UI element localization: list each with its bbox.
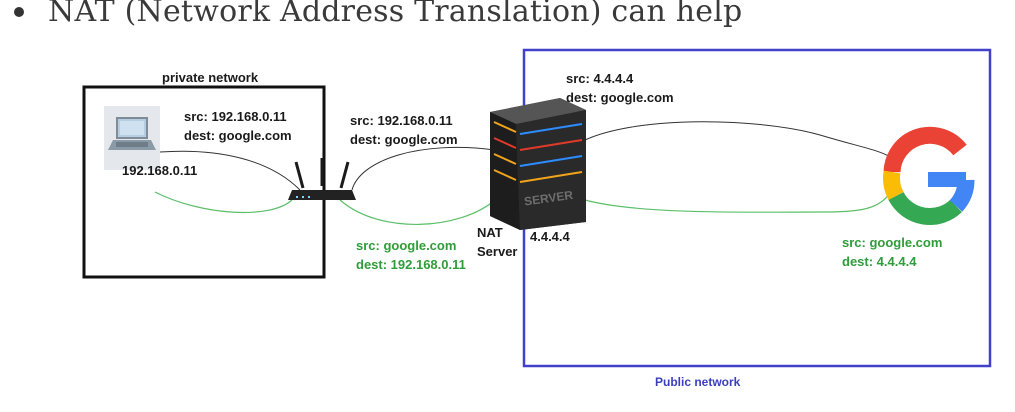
google-in-src-label: src: google.com <box>842 235 943 250</box>
server-case-text: SERVER <box>523 188 574 209</box>
bullet-text: NAT (Network Address Translation) can he… <box>48 0 743 29</box>
server-icon <box>490 98 586 230</box>
router-out-dest-label: dest: google.com <box>350 132 458 147</box>
laptop-src-label: src: 192.168.0.11 <box>184 109 287 124</box>
router-in-src-label: src: google.com <box>356 238 457 253</box>
server-out-dest-label: dest: google.com <box>566 90 674 105</box>
nat-server-ip: 4.4.4.4 <box>530 229 570 244</box>
laptop-icon <box>104 106 160 170</box>
server-out-src-label: src: 4.4.4.4 <box>566 71 634 86</box>
google-logo-icon <box>883 126 975 226</box>
nat-server-name-line1: NAT <box>477 225 503 240</box>
google-in-dest-label: dest: 4.4.4.4 <box>842 254 917 269</box>
router-icon <box>288 158 356 200</box>
google-server-return-line <box>584 189 893 213</box>
router-laptop-return-line <box>154 191 293 214</box>
router-in-dest-label: dest: 192.168.0.11 <box>356 257 466 272</box>
laptop-dest-label: dest: google.com <box>184 128 292 143</box>
nat-server-name-line2: Server <box>477 244 518 259</box>
bullet-dot <box>14 6 24 17</box>
laptop-router-line <box>159 150 301 191</box>
public-network-title: Public network <box>655 375 741 389</box>
bullet-item: NAT (Network Address Translation) can he… <box>8 0 742 29</box>
laptop-ip-label: 192.168.0.11 <box>122 163 198 178</box>
server-google-line <box>584 121 893 159</box>
server-router-return-line <box>339 199 496 225</box>
private-network-box <box>82 85 326 279</box>
router-server-line <box>351 146 496 191</box>
router-out-src-label: src: 192.168.0.11 <box>350 113 453 128</box>
private-network-title: private network <box>162 70 259 85</box>
